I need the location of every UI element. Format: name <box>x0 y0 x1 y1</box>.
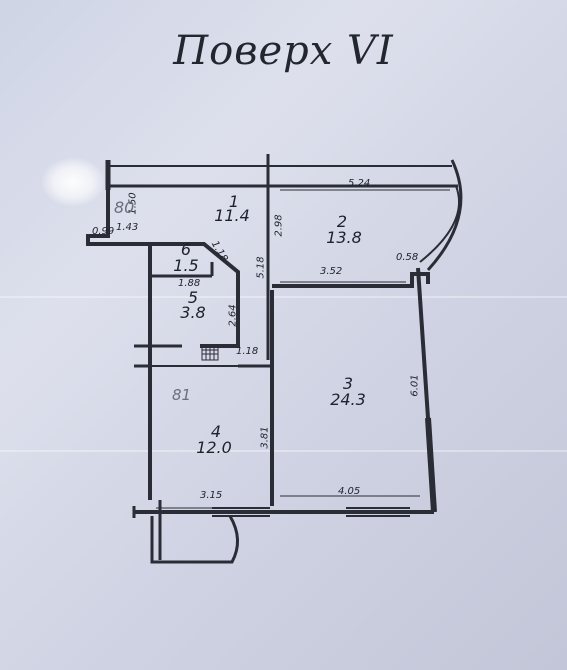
dim-0-58: 0.58 <box>396 252 419 263</box>
wall-room2-bottom <box>272 272 430 288</box>
room-area-4: 12.0 <box>196 438 232 457</box>
room-area-5: 3.8 <box>180 303 206 322</box>
dim-4-05: 4.05 <box>338 486 361 497</box>
dim-1-43: 1.43 <box>116 222 139 233</box>
room-number-6: 6 <box>180 240 192 259</box>
light-glare <box>42 158 104 206</box>
room-number-1: 1 <box>228 192 240 211</box>
wall-balcony-arc-inner <box>419 185 461 263</box>
dim-2-98: 2.98 <box>273 214 285 237</box>
wall-room6-bottom <box>150 262 214 278</box>
dim-2-64: 2.64 <box>227 304 239 327</box>
handwritten-note-80: 80 <box>114 198 135 217</box>
wall-left-lower <box>134 344 152 368</box>
dim-1-18: 1.18 <box>236 346 259 357</box>
dim-5-18: 5.18 <box>255 256 267 279</box>
dim-3-81: 3.81 <box>259 426 271 449</box>
wall-room1-left <box>86 186 150 246</box>
wall-balcony-arc <box>426 159 463 272</box>
room-number-4: 4 <box>210 422 222 441</box>
dim-5-24: 5.24 <box>348 178 371 189</box>
room-number-3: 3 <box>342 374 354 393</box>
paper-fold <box>0 296 567 298</box>
floor-title: Поверх VI <box>173 28 394 74</box>
room-number-5: 5 <box>187 288 199 307</box>
dim-3-15: 3.15 <box>200 490 223 501</box>
wall-lower-left <box>132 500 162 560</box>
dim-1-88: 1.88 <box>178 278 201 289</box>
room-area-6: 1.5 <box>173 256 199 275</box>
wall-lower-balcony <box>150 515 239 564</box>
vent-grid-icon <box>201 345 219 361</box>
wall-room6 <box>148 242 240 500</box>
wall-bottom-window <box>346 507 410 517</box>
dim-0-99: 0.99 <box>92 226 115 237</box>
paper-fold <box>0 450 567 452</box>
room-area-1: 11.4 <box>214 206 250 225</box>
handwritten-note-81: 81 <box>172 386 192 404</box>
wall-right-window <box>425 417 437 513</box>
room-area-2: 13.8 <box>326 228 362 247</box>
dim-3-52: 3.52 <box>320 266 343 277</box>
room-number-2: 2 <box>336 212 348 231</box>
wall-top-balcony <box>106 160 458 188</box>
dim-6-01: 6.01 <box>409 374 421 397</box>
room-area-3: 24.3 <box>330 390 366 409</box>
